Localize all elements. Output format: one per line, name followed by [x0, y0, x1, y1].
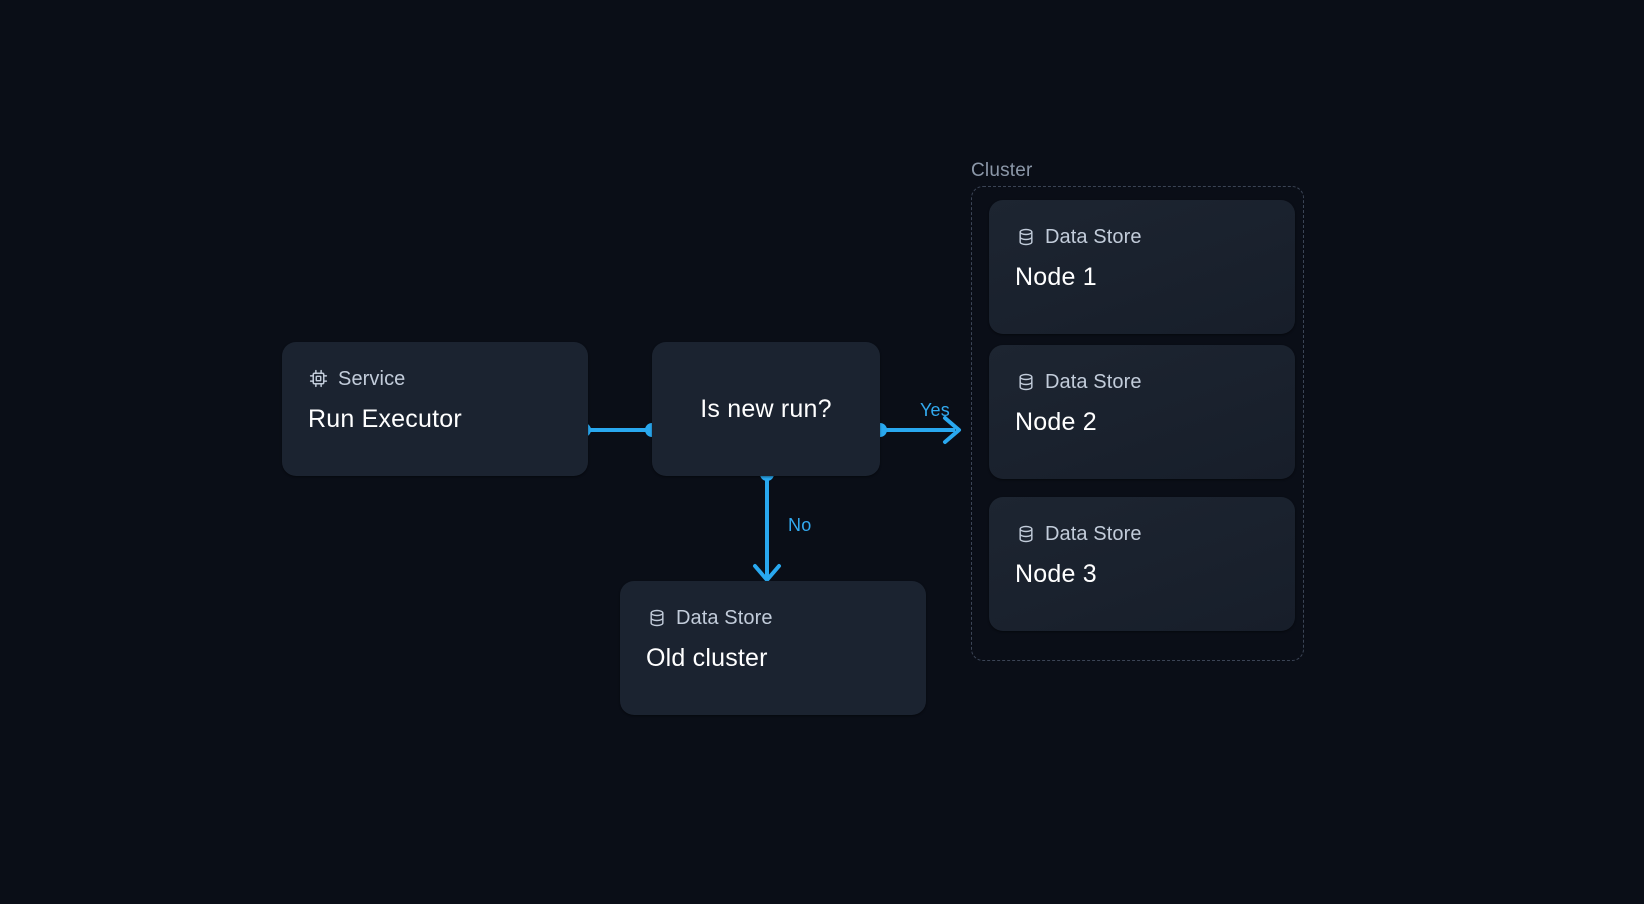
node-type-label: Data Store	[676, 606, 773, 629]
database-icon	[1015, 523, 1036, 544]
node-type-label: Data Store	[1045, 225, 1142, 248]
cpu-chip-icon	[308, 368, 329, 389]
node-title: Node 3	[1015, 560, 1097, 588]
database-icon	[646, 607, 667, 628]
arrowhead-right-icon	[943, 416, 961, 444]
node-node-3[interactable]: Data Store Node 3	[989, 497, 1295, 631]
node-run-executor[interactable]: Service Run Executor	[282, 342, 588, 476]
node-title: Run Executor	[308, 405, 462, 433]
edge-executor-to-decision	[577, 423, 659, 437]
edge-label-no: No	[788, 515, 812, 535]
cluster-label: Cluster	[971, 160, 1033, 181]
node-type-label: Service	[338, 367, 406, 390]
node-title: Node 2	[1015, 408, 1097, 436]
arrowhead-down-icon	[753, 564, 781, 582]
node-type-label: Data Store	[1045, 522, 1142, 545]
node-type-row: Data Store	[646, 607, 926, 628]
node-type-row: Data Store	[1015, 523, 1295, 544]
node-node-2[interactable]: Data Store Node 2	[989, 345, 1295, 479]
node-is-new-run[interactable]: Is new run?	[652, 342, 880, 476]
database-icon	[1015, 226, 1036, 247]
node-old-cluster[interactable]: Data Store Old cluster	[620, 581, 926, 715]
node-node-1[interactable]: Data Store Node 1	[989, 200, 1295, 334]
node-title: Is new run?	[700, 394, 832, 423]
node-type-row: Data Store	[1015, 371, 1295, 392]
node-type-row: Service	[308, 368, 588, 389]
edge-label-yes: Yes	[920, 400, 950, 420]
cluster-group	[971, 186, 1304, 661]
node-title: Old cluster	[646, 644, 768, 672]
edge-decision-to-cluster	[873, 416, 961, 444]
node-type-label: Data Store	[1045, 370, 1142, 393]
database-icon	[1015, 371, 1036, 392]
node-type-row: Data Store	[1015, 226, 1295, 247]
edge-decision-to-old-cluster	[753, 467, 781, 582]
node-title: Node 1	[1015, 263, 1097, 291]
